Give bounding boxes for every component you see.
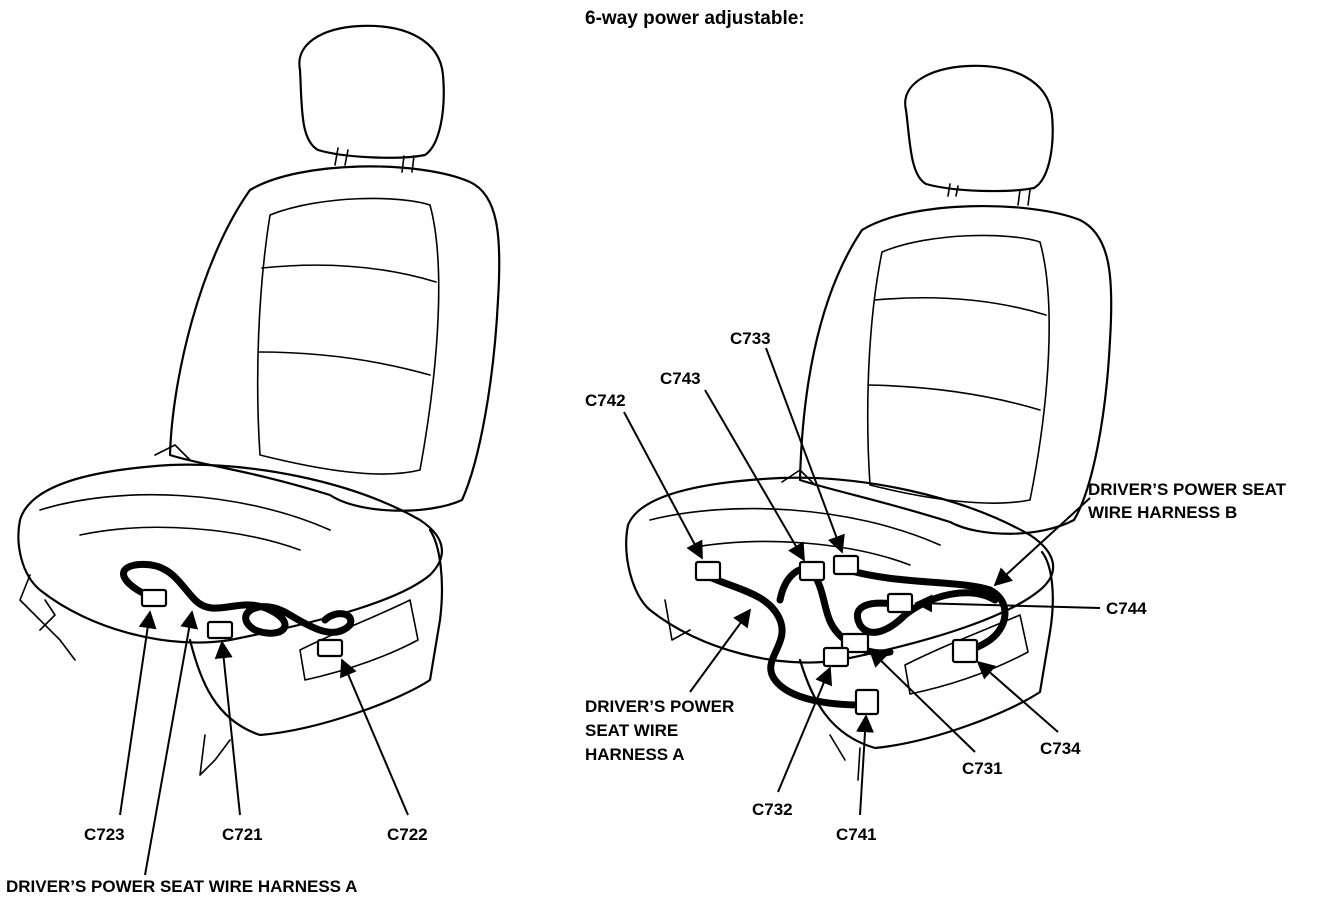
right-headrest <box>904 64 1054 193</box>
leader-left-harness-a <box>144 610 199 876</box>
leader-harness-b <box>993 497 1091 587</box>
label-c723: C723 <box>84 825 125 844</box>
right-seat-base <box>798 550 1054 750</box>
leader-c744 <box>914 594 1101 613</box>
label-left-harness-a: DRIVER’S POWER SEAT WIRE HARNESS A <box>6 877 357 896</box>
left-lever <box>154 444 191 461</box>
leader-c734 <box>976 660 1059 733</box>
right-seat-illustration <box>625 64 1113 781</box>
left-backrest <box>168 165 501 512</box>
connector-c723-shape <box>140 588 168 608</box>
leader-c721 <box>214 640 241 816</box>
left-backrest-panel <box>256 197 440 475</box>
label-c734: C734 <box>1040 739 1081 758</box>
connector-c742-shape <box>694 560 722 582</box>
right-headrest-post <box>947 183 1031 206</box>
label-c731: C731 <box>962 759 1003 778</box>
connector-c734-shape <box>951 638 979 664</box>
label-harness-b-line2: WIRE HARNESS B <box>1088 503 1237 522</box>
label-c722: C722 <box>387 825 428 844</box>
label-c744: C744 <box>1106 599 1147 618</box>
leader-right-harness-a <box>689 608 752 693</box>
leader-c732 <box>777 666 833 793</box>
leader-c731 <box>868 648 976 753</box>
left-seat-track <box>19 574 231 776</box>
left-headrest-post <box>334 147 415 173</box>
label-c741: C741 <box>836 825 877 844</box>
connector-c743-shape <box>798 560 826 582</box>
right-seat-cushion <box>625 476 1055 664</box>
connector-c722-shape <box>316 638 344 658</box>
right-backrest-panel <box>866 234 1050 504</box>
leader-c742 <box>623 411 703 560</box>
right-lever <box>781 469 816 486</box>
leader-c723 <box>119 610 157 816</box>
left-cushion-seam <box>39 493 331 551</box>
left-headrest <box>298 24 445 159</box>
label-c721: C721 <box>222 825 263 844</box>
label-right-harness-a-line2: SEAT WIRE <box>585 721 678 740</box>
label-c743: C743 <box>660 369 701 388</box>
leader-c722 <box>340 658 409 816</box>
leader-c741 <box>856 714 875 816</box>
right-seat-track <box>664 599 861 781</box>
label-c733: C733 <box>730 329 771 348</box>
connector-c732-shape <box>822 646 850 668</box>
connector-c721-shape <box>206 620 234 640</box>
connector-c733-shape <box>832 554 860 576</box>
label-right-harness-a-line3: HARNESS A <box>585 745 685 764</box>
right-backrest-seam <box>867 297 1047 411</box>
connector-c744-shape <box>886 592 914 614</box>
page-title: 6-way power adjustable: <box>585 8 805 29</box>
right-cushion-seam <box>649 507 941 566</box>
leader-c743 <box>704 389 805 562</box>
right-side-panel <box>904 614 1029 695</box>
left-wire-harness <box>120 560 355 637</box>
label-c732: C732 <box>752 800 793 819</box>
label-right-harness-a-line1: DRIVER’S POWER <box>585 697 734 716</box>
right-backrest <box>798 204 1113 535</box>
left-seat-illustration <box>17 24 501 776</box>
connector-c731-shape <box>840 632 870 654</box>
label-harness-b-line1: DRIVER’S POWER SEAT <box>1088 480 1287 499</box>
connector-c741-shape <box>854 688 880 716</box>
left-seat-base <box>188 528 444 737</box>
left-backrest-seam <box>257 264 437 376</box>
left-seat-cushion <box>17 463 443 644</box>
label-c742: C742 <box>585 391 626 410</box>
leader-c733 <box>765 347 845 554</box>
